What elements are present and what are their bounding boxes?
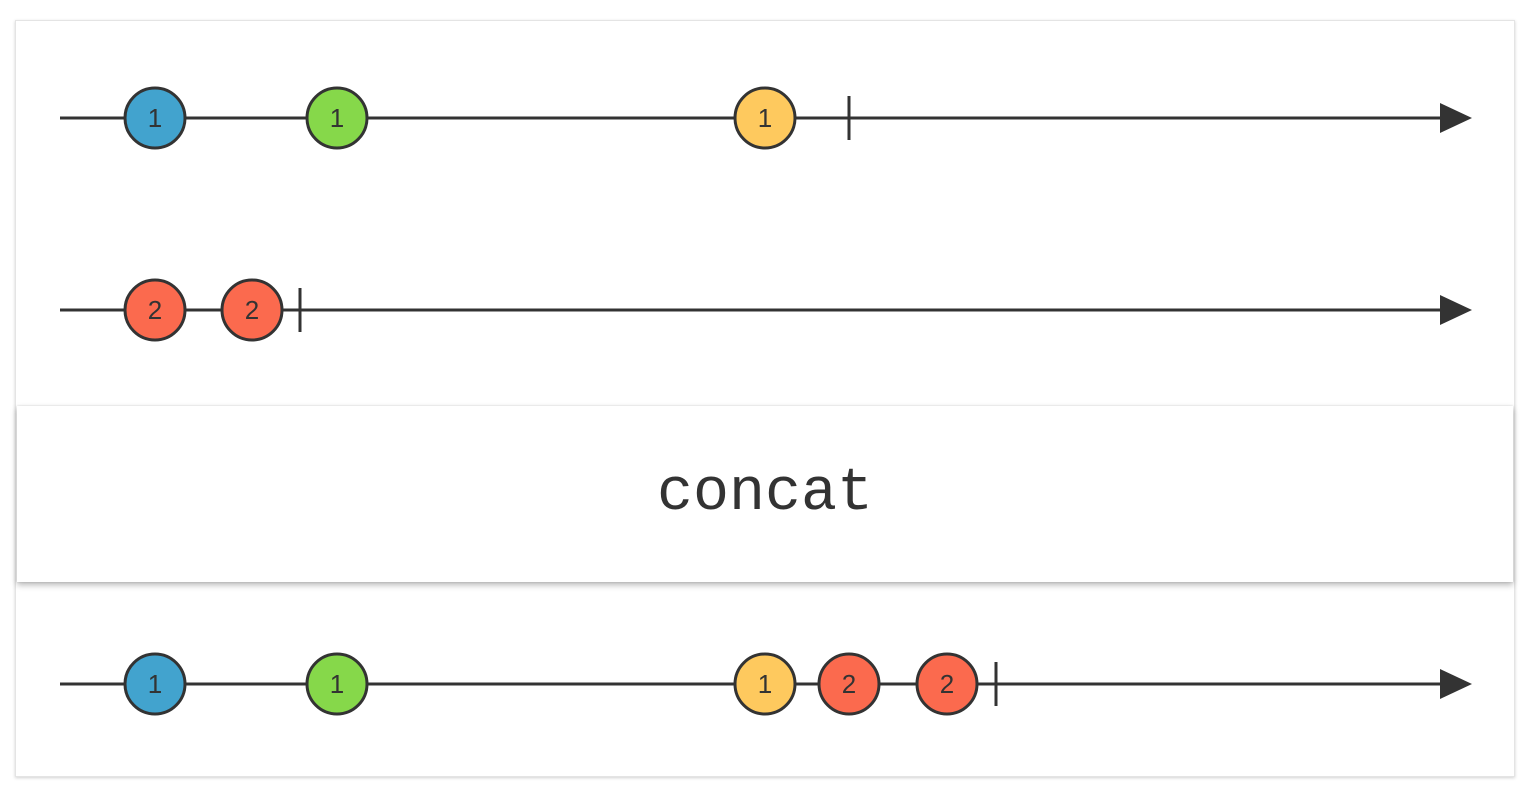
marble-circle bbox=[305, 86, 369, 150]
arrowhead-icon bbox=[1440, 103, 1472, 133]
marble-circle bbox=[915, 652, 979, 716]
timeline-input-1: 1 1 1 bbox=[60, 86, 1472, 150]
marble-circle bbox=[305, 652, 369, 716]
arrowhead-icon bbox=[1440, 295, 1472, 325]
marble-green: 1 bbox=[305, 86, 369, 150]
timeline-output: 1 1 1 2 2 bbox=[60, 652, 1472, 716]
marble-label: 1 bbox=[148, 669, 162, 699]
operator-box: concat bbox=[17, 406, 1513, 582]
marble-circle bbox=[123, 278, 187, 342]
marble-label: 1 bbox=[758, 669, 772, 699]
marble-blue: 1 bbox=[123, 86, 187, 150]
marble-label: 2 bbox=[245, 295, 259, 325]
marble-red: 2 bbox=[817, 652, 881, 716]
marble-circle bbox=[123, 86, 187, 150]
marble-circle bbox=[733, 86, 797, 150]
marble-yellow: 1 bbox=[733, 86, 797, 150]
operator-name: concat bbox=[656, 460, 874, 528]
marble-green: 1 bbox=[305, 652, 369, 716]
marble-label: 1 bbox=[330, 669, 344, 699]
marble-blue: 1 bbox=[123, 652, 187, 716]
marble-label: 1 bbox=[758, 103, 772, 133]
arrowhead-icon bbox=[1440, 669, 1472, 699]
marble-circle bbox=[220, 278, 284, 342]
marble-circle bbox=[123, 652, 187, 716]
marble-label: 2 bbox=[842, 669, 856, 699]
marble-label: 2 bbox=[148, 295, 162, 325]
marble-label: 1 bbox=[330, 103, 344, 133]
marble-red: 2 bbox=[915, 652, 979, 716]
marble-circle bbox=[733, 652, 797, 716]
marble-label: 1 bbox=[148, 103, 162, 133]
marble-yellow: 1 bbox=[733, 652, 797, 716]
marble-red: 2 bbox=[123, 278, 187, 342]
marble-label: 2 bbox=[940, 669, 954, 699]
marble-circle bbox=[817, 652, 881, 716]
marble-red: 2 bbox=[220, 278, 284, 342]
